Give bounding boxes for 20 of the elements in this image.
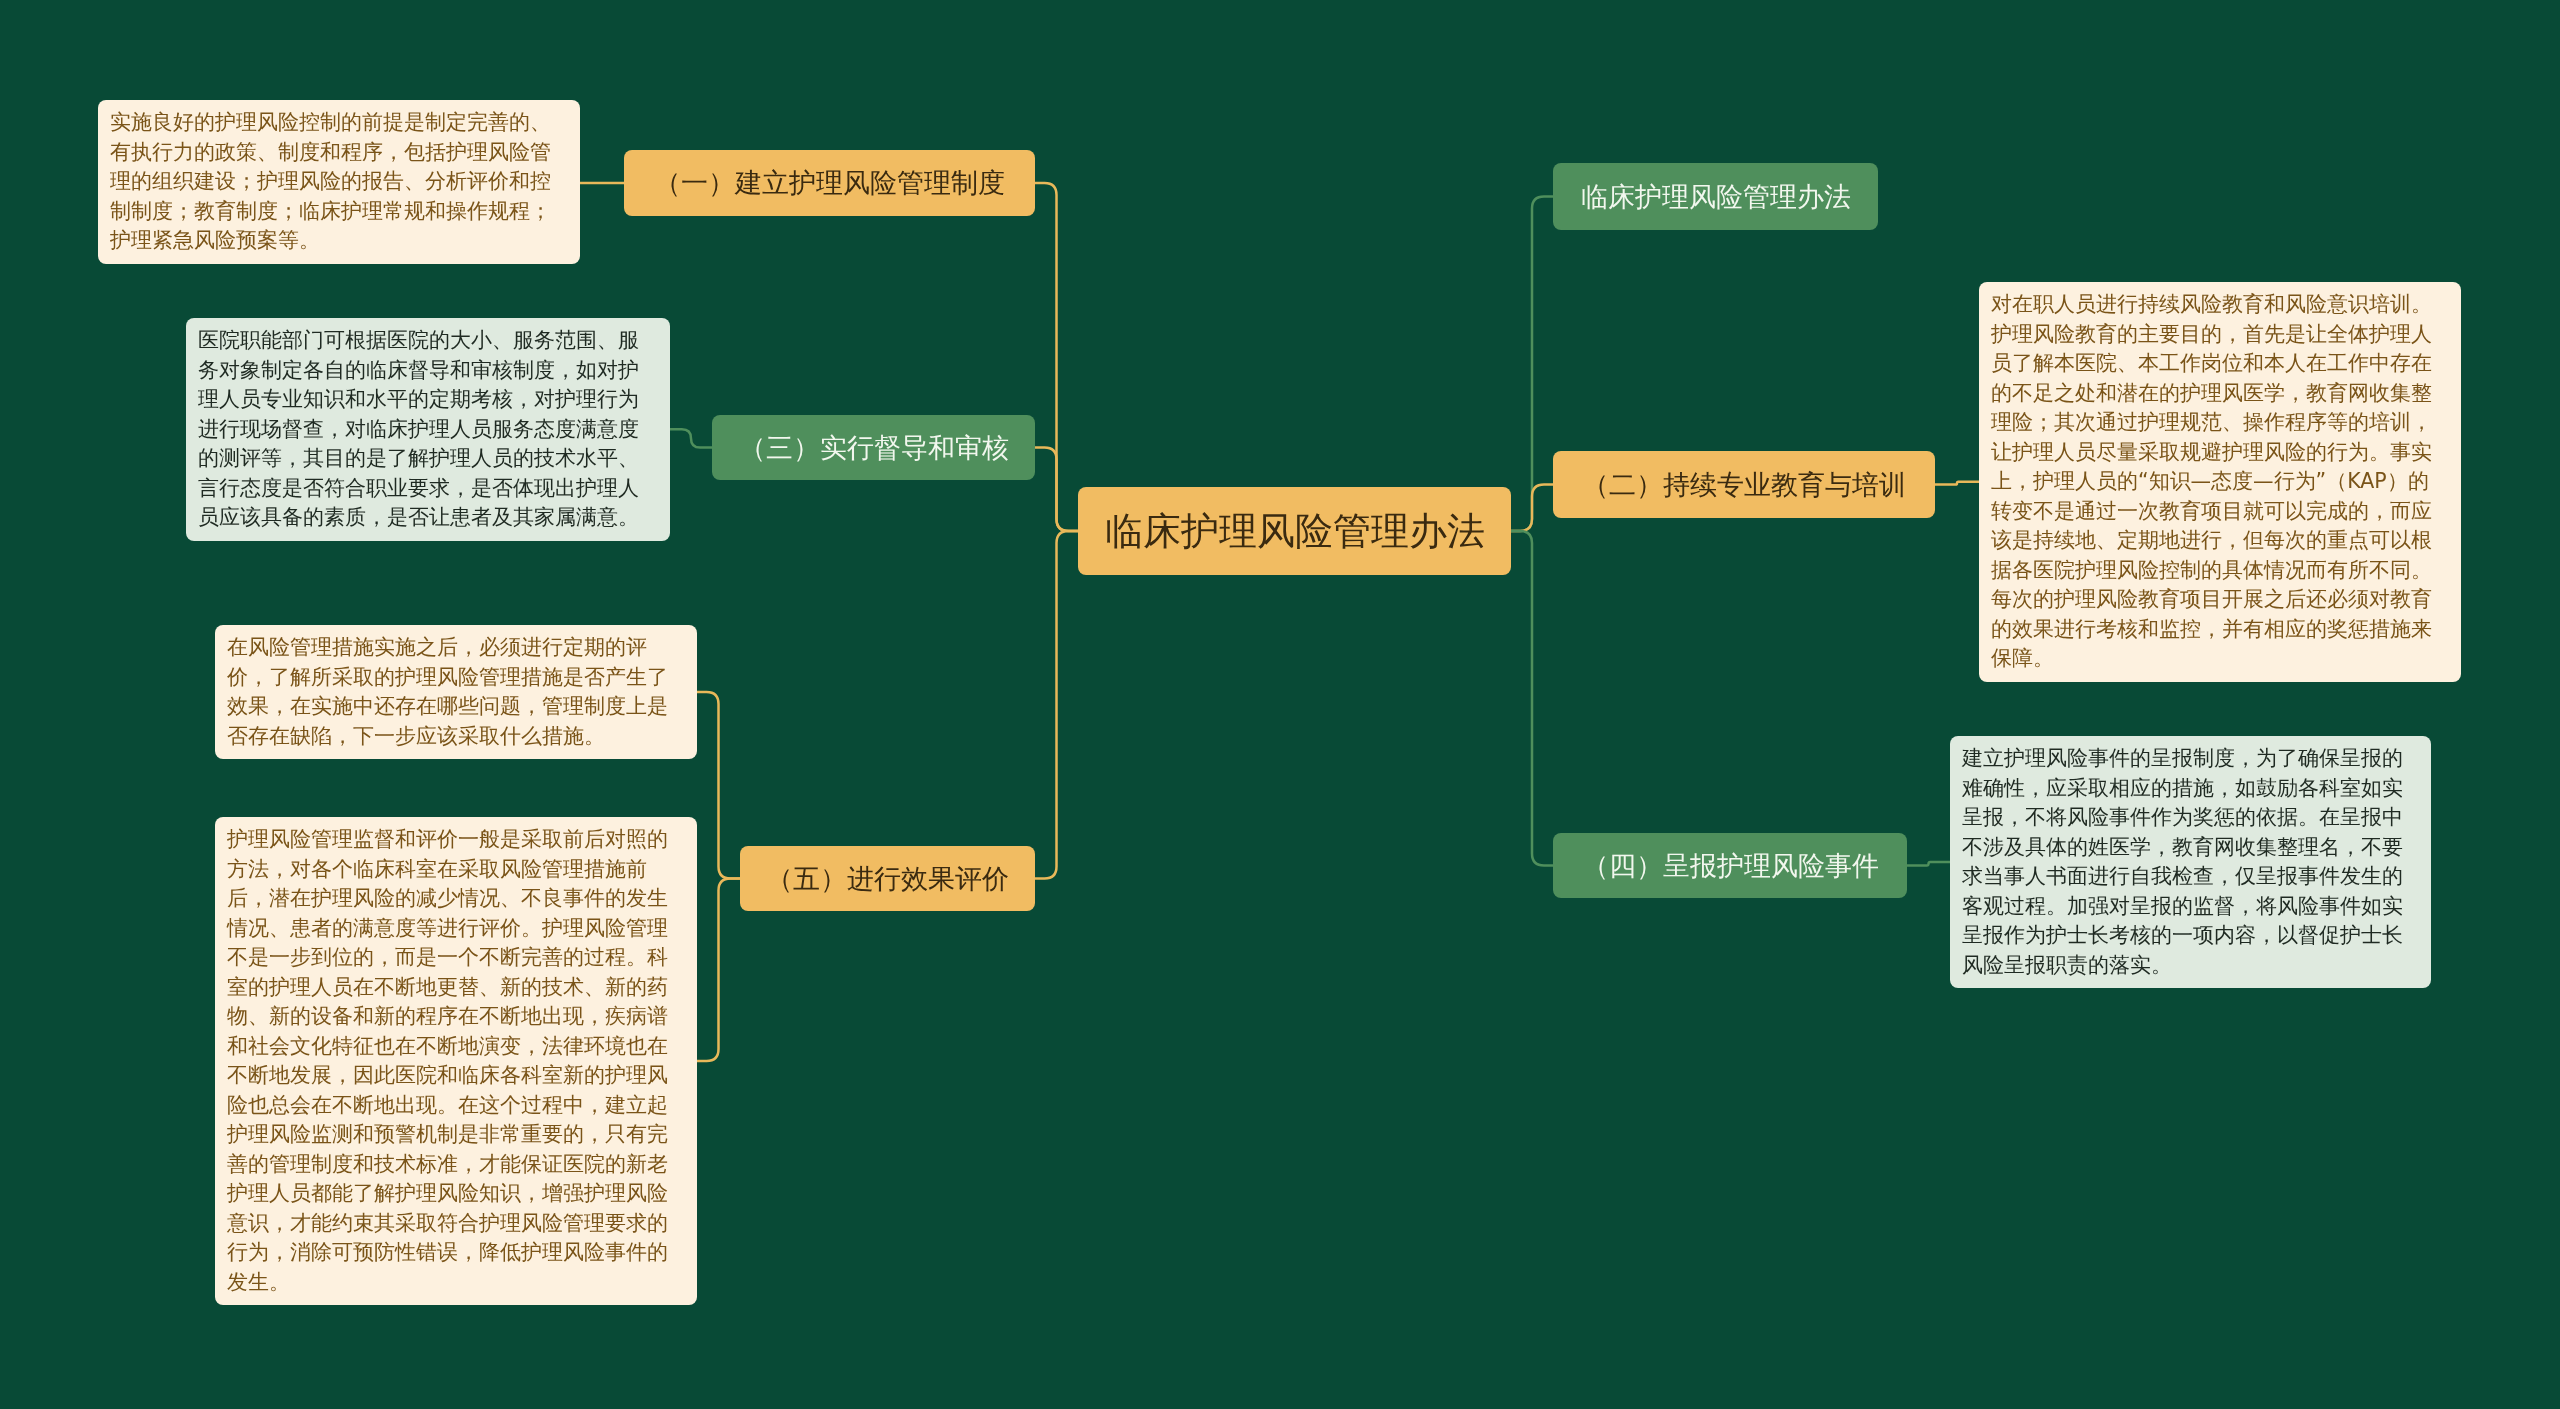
note-card: 对在职人员进行持续风险教育和风险意识培训。护理风险教育的主要目的，首先是让全体护理人员了解本医院、本工作岗位和本人在工作中存在的不足之处和潜在的护理风医学，教育网收集整理险；其次通过护理规范、操作程序等的培训，让护理人员尽量采取规避护理风险的行为。事实上，护理人员的“知识—态度—行为”（KAP）的转变不是通过一次教育项目就可以完成的，而应该是持续地、定期地进行，但每次的重点可以根据各医院护理风险控制的具体情况而有所不同。每次的护理风险教育项目开展之后还必须对教育的效果进行考核和监控，并有相应的奖惩措施来保障。 [1979, 282, 2461, 682]
connector-line [670, 428, 712, 449]
topic-box: （四）呈报护理风险事件 [1553, 833, 1907, 898]
note-card: 在风险管理措施实施之后，必须进行定期的评价，了解所采取的护理风险管理措施是否产生了效果，在实施中还存在哪些问题，管理制度上是否存在缺陷，下一步应该采取什么措施。 [215, 625, 697, 759]
connector-line [697, 877, 740, 1063]
topic-box: （一）建立护理风险管理制度 [624, 150, 1035, 216]
note-card: 医院职能部门可根据医院的大小、服务范围、服务对象制定各自的临床督导和审核制度，如对护理人员专业知识和水平的定期考核，对护理行为进行现场督查，对临床护理人员服务态度满意度的测评等，其目的是了解护理人员的技术水平、言行态度是否符合职业要求，是否体现出护理人员应该具备的素质，是否让患者及其家属满意。 [186, 318, 670, 541]
topic-box: 临床护理风险管理办法 [1553, 163, 1878, 230]
note-card: 实施良好的护理风险控制的前提是制定完善的、有执行力的政策、制度和程序，包括护理风险管理的组织建设；护理风险的报告、分析评价和控制制度；教育制度；临床护理常规和操作规程；护理紧急风险预案等。 [98, 100, 580, 264]
topic-box: （二）持续专业教育与培训 [1553, 451, 1935, 518]
connector-line [1511, 529, 1553, 867]
note-card: 建立护理风险事件的呈报制度，为了确保呈报的难确性，应采取相应的措施，如鼓励各科室如实呈报，不将风险事件作为奖惩的依据。在呈报中不涉及具体的姓医学，教育网收集整理名，不要求当事人书面进行自我检查，仅呈报事件发生的客观过程。加强对呈报的监督，将风险事件如实呈报作为护士长考核的一项内容，以督促护士长风险呈报职责的落实。 [1950, 736, 2431, 988]
central-topic: 临床护理风险管理办法 [1078, 487, 1511, 575]
connector-line [580, 181, 624, 185]
topic-box: （五）进行效果评价 [740, 846, 1035, 911]
connector-line [1907, 860, 1950, 867]
note-card: 护理风险管理监督和评价一般是采取前后对照的方法，对各个临床科室在采取风险管理措施前后，潜在护理风险的减少情况、不良事件的发生情况、患者的满意度等进行评价。护理风险管理不是一步到位的，而是一个不断完善的过程。科室的护理人员在不断地更替、新的技术、新的药物、新的设备和新的程序在不断地出现，疾病谱和社会文化特征也在不断地演变，法律环境也在不断地发展，因此医院和临床各科室新的护理风险也总会在不断地出现。在这个过程中，建立起护理风险监测和预警机制是非常重要的，只有完善的管理制度和技术标准，才能保证医院的新老护理人员都能了解护理风险知识，增强护理风险意识，才能约束其采取符合护理风险管理要求的行为，消除可预防性错误，降低护理风险事件的发生。 [215, 817, 697, 1305]
topic-box: （三）实行督导和审核 [712, 415, 1035, 480]
connector-line [1035, 529, 1078, 880]
connector-line [1935, 480, 1979, 486]
